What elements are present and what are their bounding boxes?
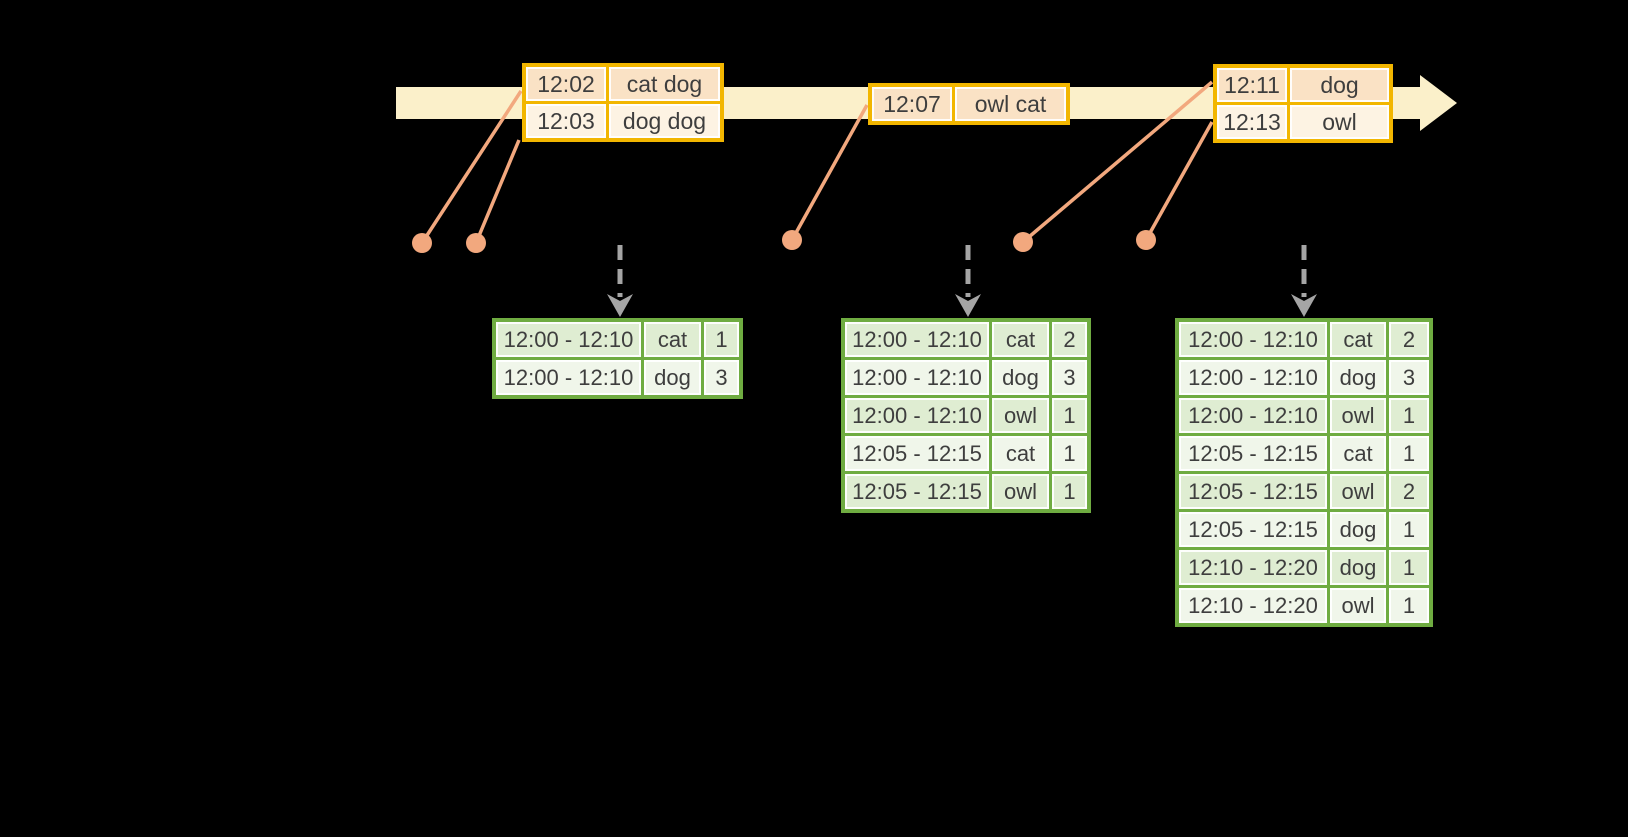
window-range-cell: 12:10 - 12:20 <box>1179 550 1327 585</box>
trigger-arrowhead-icon <box>607 294 633 317</box>
word-cell: owl <box>1330 398 1386 433</box>
window-range-cell: 12:00 - 12:10 <box>845 398 989 433</box>
count-cell: 1 <box>1052 398 1087 433</box>
count-cell: 2 <box>1389 322 1429 357</box>
word-cell: cat <box>992 322 1049 357</box>
word-cell: owl <box>992 398 1049 433</box>
count-cell: 3 <box>704 360 739 395</box>
event-words-cell: dog dog <box>609 104 720 138</box>
window-range-cell: 12:00 - 12:10 <box>1179 398 1327 433</box>
event-dot <box>412 233 432 253</box>
connector-line <box>1021 80 1214 244</box>
word-cell: cat <box>1330 322 1386 357</box>
window-range-cell: 12:00 - 12:10 <box>845 322 989 357</box>
event-time-cell: 12:07 <box>872 87 952 121</box>
timeline-arrowhead-icon <box>1420 75 1457 131</box>
event-dot <box>466 233 486 253</box>
word-cell: cat <box>644 322 701 357</box>
word-cell: cat <box>992 436 1049 471</box>
count-cell: 1 <box>1389 436 1429 471</box>
window-range-cell: 12:05 - 12:15 <box>1179 512 1327 547</box>
window-range-cell: 12:00 - 12:10 <box>496 360 641 395</box>
connector-line <box>790 104 869 241</box>
window-range-cell: 12:00 - 12:10 <box>496 322 641 357</box>
count-cell: 1 <box>1389 512 1429 547</box>
count-cell: 2 <box>1389 474 1429 509</box>
event-time-cell: 12:13 <box>1217 105 1287 139</box>
count-cell: 1 <box>1389 588 1429 623</box>
event-words-cell: dog <box>1290 68 1389 102</box>
window-range-cell: 12:05 - 12:15 <box>845 474 989 509</box>
connector-line <box>420 90 523 244</box>
count-cell: 2 <box>1052 322 1087 357</box>
word-cell: owl <box>1330 474 1386 509</box>
event-time-cell: 12:03 <box>526 104 606 138</box>
event-time-cell: 12:02 <box>526 67 606 101</box>
word-cell: cat <box>1330 436 1386 471</box>
window-range-cell: 12:05 - 12:15 <box>1179 436 1327 471</box>
event-words-cell: owl cat <box>955 87 1066 121</box>
event-dot <box>1013 232 1033 252</box>
count-cell: 3 <box>1389 360 1429 395</box>
trigger-arrowhead-icon <box>955 294 981 317</box>
event-dot <box>782 230 802 250</box>
connector-line <box>1144 121 1214 241</box>
count-cell: 1 <box>1389 398 1429 433</box>
event-words-cell: cat dog <box>609 67 720 101</box>
count-cell: 1 <box>1052 474 1087 509</box>
event-dot <box>1136 230 1156 250</box>
word-cell: dog <box>1330 360 1386 395</box>
window-range-cell: 12:10 - 12:20 <box>1179 588 1327 623</box>
event-time-cell: 12:11 <box>1217 68 1287 102</box>
word-cell: dog <box>1330 512 1386 547</box>
window-range-cell: 12:00 - 12:10 <box>845 360 989 395</box>
window-range-cell: 12:00 - 12:10 <box>1179 322 1327 357</box>
count-cell: 1 <box>1052 436 1087 471</box>
window-range-cell: 12:05 - 12:15 <box>845 436 989 471</box>
event-words-cell: owl <box>1290 105 1389 139</box>
word-cell: dog <box>1330 550 1386 585</box>
word-cell: owl <box>1330 588 1386 623</box>
count-cell: 1 <box>704 322 739 357</box>
window-range-cell: 12:05 - 12:15 <box>1179 474 1327 509</box>
word-cell: owl <box>992 474 1049 509</box>
word-cell: dog <box>992 360 1049 395</box>
count-cell: 1 <box>1389 550 1429 585</box>
word-cell: dog <box>644 360 701 395</box>
count-cell: 3 <box>1052 360 1087 395</box>
connector-line <box>474 139 521 244</box>
window-range-cell: 12:00 - 12:10 <box>1179 360 1327 395</box>
trigger-arrowhead-icon <box>1291 294 1317 317</box>
